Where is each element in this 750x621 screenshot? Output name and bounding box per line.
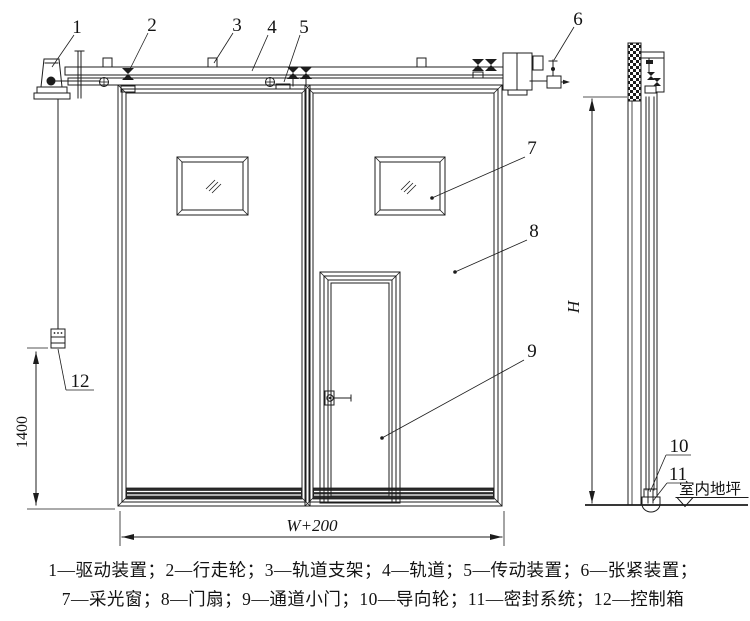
roller bbox=[300, 67, 312, 79]
tensioner-assembly bbox=[502, 52, 570, 96]
callout-5: 5 bbox=[299, 17, 309, 38]
floor-level-label: 室内地坪 bbox=[679, 480, 741, 498]
side-door-edge bbox=[645, 96, 658, 491]
side-bracket bbox=[640, 51, 665, 100]
callout-10: 10 bbox=[670, 436, 689, 457]
legend-line-1: 1—驱动装置；2—行走轮；3—轨道支架；4—轨道；5—传动装置；6—张紧装置； bbox=[48, 560, 698, 580]
track-support-tab bbox=[102, 57, 113, 68]
floor-level-symbol bbox=[675, 497, 749, 508]
callout-3: 3 bbox=[232, 15, 242, 36]
control-box bbox=[50, 328, 66, 349]
wall-column bbox=[627, 100, 642, 506]
callout-8: 8 bbox=[529, 221, 539, 242]
window-left bbox=[176, 156, 249, 216]
glass-hatch-icon bbox=[205, 179, 222, 194]
roller bbox=[485, 59, 497, 71]
door-leaf-left bbox=[117, 84, 311, 507]
wall-column-hatched bbox=[627, 42, 642, 102]
door-handle bbox=[324, 390, 352, 406]
callout-leaders bbox=[51, 26, 691, 502]
dim-height-label: H bbox=[564, 299, 583, 314]
side-view: 室内地坪 bbox=[585, 42, 749, 513]
roller bbox=[472, 59, 484, 71]
dimension-1400: 1400 bbox=[14, 347, 115, 510]
control-box-assembly bbox=[50, 98, 66, 349]
callout-9: 9 bbox=[527, 341, 537, 362]
callout-12: 12 bbox=[71, 371, 90, 392]
tensioner bbox=[546, 59, 570, 89]
dim-1400-label: 1400 bbox=[14, 416, 31, 448]
pulley-wheel bbox=[99, 77, 109, 87]
door-leaf-right bbox=[304, 84, 503, 507]
track-support-tab bbox=[416, 57, 427, 68]
passage-door bbox=[319, 271, 401, 504]
drive-unit bbox=[33, 58, 101, 100]
guide-wheel-assembly bbox=[641, 488, 661, 513]
legend-line-2: 7—采光窗；8—门扇；9—通道小门；10—导向轮；11—密封系统；12—控制箱 bbox=[62, 589, 685, 609]
roller bbox=[122, 68, 134, 80]
callout-numbers: 1 2 3 4 5 6 7 8 9 10 11 12 bbox=[71, 9, 689, 485]
roller bbox=[287, 67, 299, 79]
window-right bbox=[374, 156, 446, 216]
callout-7: 7 bbox=[527, 138, 537, 159]
dim-width-label: W+200 bbox=[286, 516, 338, 535]
callout-1: 1 bbox=[72, 17, 82, 38]
dimension-width: W+200 bbox=[119, 511, 505, 546]
track-assembly bbox=[64, 50, 504, 99]
glass-hatch-icon bbox=[400, 180, 417, 195]
callout-6: 6 bbox=[573, 9, 583, 30]
pulley-wheel bbox=[265, 77, 275, 87]
callout-4: 4 bbox=[267, 17, 277, 38]
callout-2: 2 bbox=[147, 15, 157, 36]
dimension-height: H bbox=[564, 96, 627, 504]
legend: 1—驱动装置；2—行走轮；3—轨道支架；4—轨道；5—传动装置；6—张紧装置； … bbox=[48, 560, 698, 609]
track-support-tab bbox=[207, 57, 218, 68]
callout-11: 11 bbox=[669, 464, 687, 485]
